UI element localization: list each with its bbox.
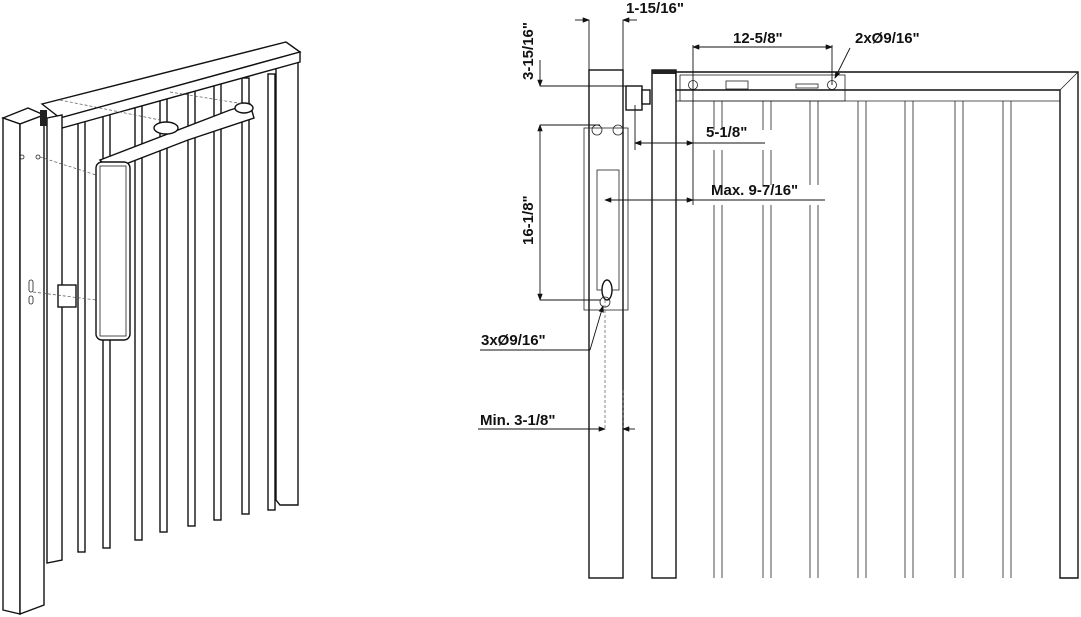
fixed-post [588,69,624,579]
label-body-holes: 3xØ9/16" [481,332,546,349]
label-min-gap: Min. 3-1/8" [480,412,555,429]
label-post-width: 1-15/16" [626,0,684,17]
perspective-view [1,41,302,616]
closer-bracket [57,284,77,308]
gate-hinge-post [46,114,63,564]
label-arm-hole-spacing: 12-5/8" [733,30,783,47]
pickets-elevation [713,101,1012,578]
top-rail [40,41,302,119]
gate-frame [675,71,1079,579]
closer-body-outline [583,127,629,311]
label-max-offset: Max. 9-7/16" [711,182,798,199]
label-arm-holes: 2xØ9/16" [855,30,920,47]
closer-arm [98,103,255,171]
closer-body [95,161,131,341]
gate-end-post [275,53,299,506]
label-bracket-offset: 5-1/8" [706,124,747,141]
gate-post [651,69,677,579]
front-elevation [478,17,1079,579]
label-body-hole-spacing: 16-1/8" [520,195,537,245]
hinge-bracket [625,85,643,111]
label-top-offset: 3-15/16" [520,22,537,80]
